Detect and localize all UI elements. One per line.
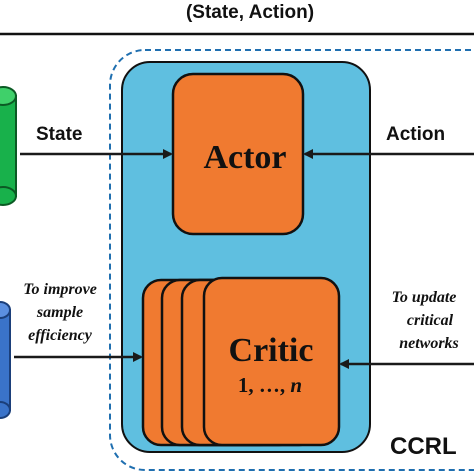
- state-source-cylinder: [0, 86, 17, 206]
- ccrl-label: CCRL: [390, 433, 457, 460]
- right-note-line-3: networks: [399, 335, 459, 352]
- critic-index-label: 1, …, n: [238, 373, 302, 397]
- replay-buffer-cylinder: [0, 301, 11, 419]
- header-label: (State, Action): [186, 2, 314, 23]
- left-note-line-2: sample: [36, 304, 83, 321]
- update-networks-note: To update critical networks: [392, 289, 459, 352]
- critic-stack: [141, 276, 341, 447]
- left-note-line-1: To improve: [23, 281, 97, 298]
- right-note-line-1: To update: [392, 289, 457, 306]
- actor-label: Actor: [203, 139, 286, 176]
- critic-label: Critic: [229, 332, 314, 369]
- action-label: Action: [386, 124, 445, 145]
- left-note-line-3: efficiency: [28, 327, 93, 344]
- ccrl-dashed-border: [109, 49, 474, 471]
- state-label: State: [36, 124, 82, 145]
- right-note-line-2: critical: [407, 312, 454, 329]
- improve-efficiency-note: To improve sample efficiency: [23, 281, 97, 344]
